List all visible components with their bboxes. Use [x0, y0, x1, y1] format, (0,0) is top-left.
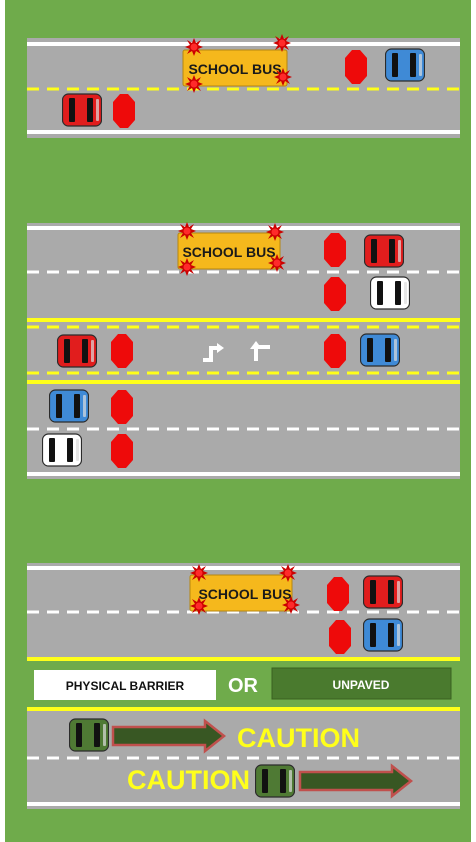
- school-bus-label: SCHOOL BUS: [182, 244, 275, 260]
- stop-sign-icon: [324, 277, 346, 311]
- solid-yellow-line: [27, 318, 460, 322]
- scene-two-lane-road: SCHOOL BUS: [27, 34, 460, 138]
- car-red-icon: [63, 94, 102, 126]
- flash-icon: [266, 223, 284, 241]
- car-red-icon: [364, 576, 403, 608]
- flash-icon: [190, 597, 208, 615]
- road-edge-line: [27, 226, 460, 230]
- stop-sign-icon: [111, 390, 133, 424]
- road-edge-line: [27, 566, 460, 570]
- car-white-icon: [43, 434, 82, 466]
- stop-sign-icon: [111, 334, 133, 368]
- car-blue-icon: [364, 619, 403, 651]
- flash-icon: [268, 254, 286, 272]
- car-blue-icon: [386, 49, 425, 81]
- flash-icon: [178, 222, 196, 240]
- car-white-icon: [371, 277, 410, 309]
- school-bus-label: SCHOOL BUS: [198, 586, 291, 602]
- flash-icon: [279, 564, 297, 582]
- car-red-icon: [58, 335, 97, 367]
- caution-label: CAUTION: [127, 765, 250, 795]
- or-label: OR: [228, 675, 259, 697]
- unpaved-label: UNPAVED: [333, 678, 390, 692]
- road-edge-line: [27, 42, 460, 46]
- car-blue-icon: [50, 390, 89, 422]
- flash-icon: [185, 38, 203, 56]
- road-edge-line: [27, 802, 460, 806]
- road-edge-line: [27, 130, 460, 134]
- stop-sign-icon: [327, 577, 349, 611]
- stop-sign-icon: [329, 620, 351, 654]
- solid-yellow-line: [27, 657, 460, 661]
- car-blue-icon: [361, 334, 400, 366]
- solid-yellow-line: [27, 707, 460, 711]
- flash-icon: [274, 68, 292, 86]
- flash-icon: [282, 596, 300, 614]
- flash-icon: [185, 75, 203, 93]
- stop-sign-icon: [111, 434, 133, 468]
- car-green-icon: [70, 719, 109, 751]
- flash-icon: [178, 258, 196, 276]
- flash-icon: [190, 564, 208, 582]
- caution-label: CAUTION: [237, 723, 360, 753]
- road-edge-line: [27, 472, 460, 476]
- physical-barrier-label: PHYSICAL BARRIER: [66, 679, 185, 693]
- car-red-icon: [365, 235, 404, 267]
- car-green-icon: [256, 765, 295, 797]
- scene-five-lane-road: SCHOOL BUS: [27, 222, 460, 479]
- scene-divided-highway: SCHOOL BUS PHYSICAL BARRIER OR UNPAVED C…: [27, 563, 460, 809]
- solid-yellow-line: [27, 380, 460, 384]
- stop-sign-icon: [345, 50, 367, 84]
- flash-icon: [273, 34, 291, 52]
- school-bus-label: SCHOOL BUS: [188, 61, 281, 77]
- stop-sign-icon: [324, 334, 346, 368]
- stop-sign-icon: [113, 94, 135, 128]
- stop-sign-icon: [324, 233, 346, 267]
